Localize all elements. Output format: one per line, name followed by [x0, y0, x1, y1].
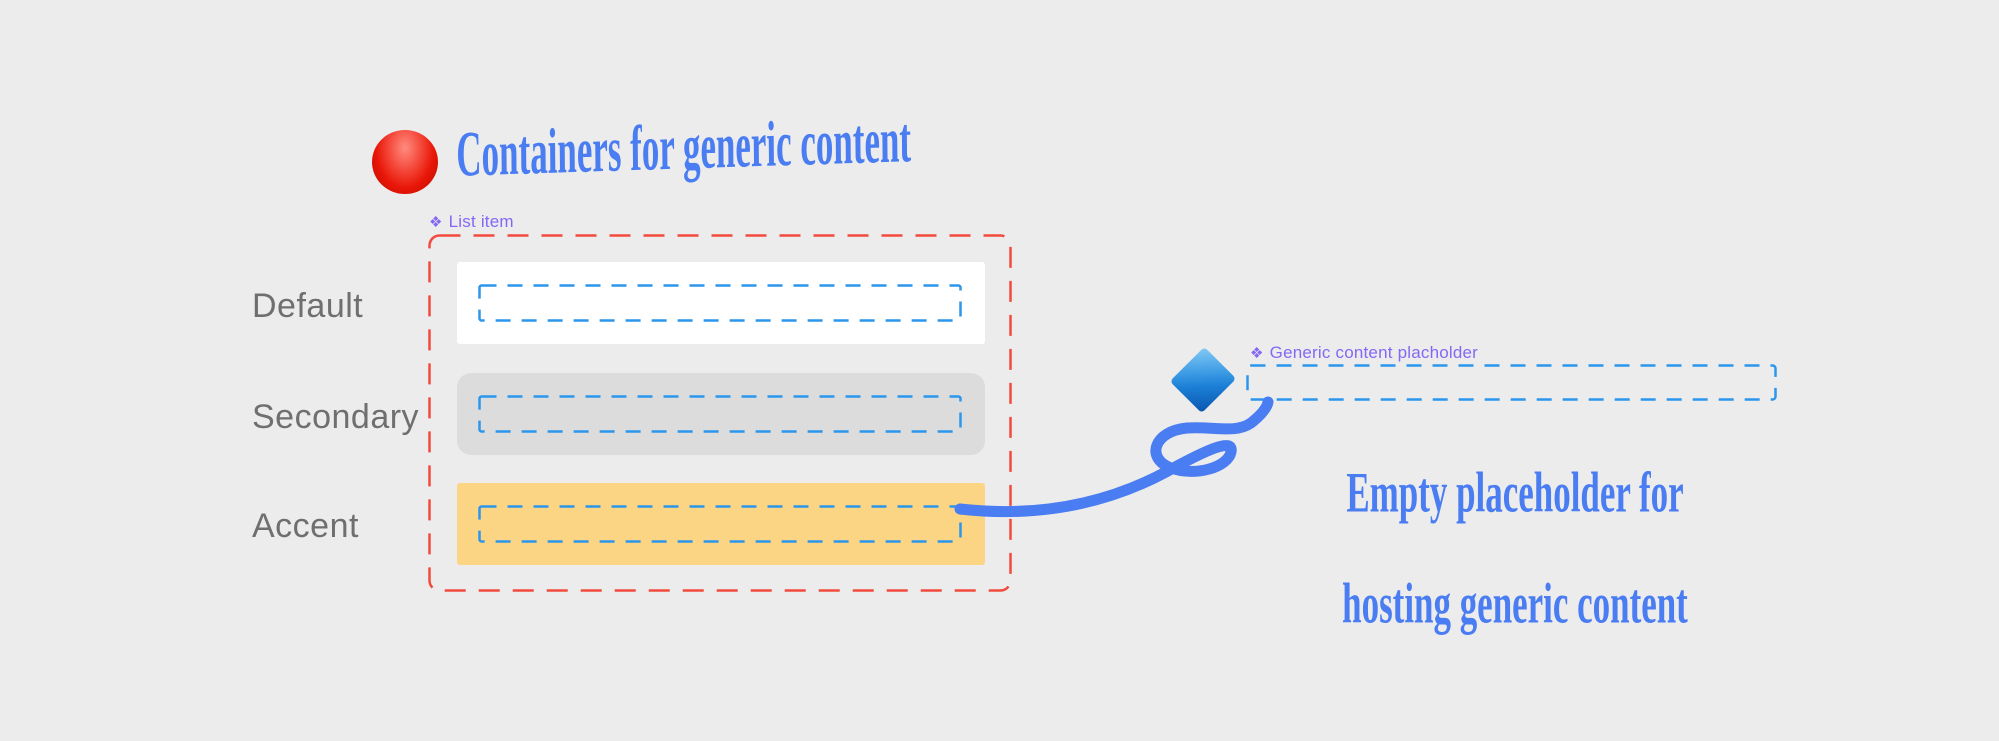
placeholder-note: Empty placeholder for hosting generic co…	[1303, 438, 1726, 660]
component-label-generic-placeholder: ❖ Generic content placholder	[1250, 343, 1478, 363]
variant-label-accent: Accent	[252, 507, 359, 545]
page-title: Containers for generic content	[456, 105, 912, 192]
blue-diamond-icon	[1169, 346, 1237, 414]
component-label-list-item: ❖ List item	[429, 212, 514, 232]
red-dashed-rect	[428, 234, 1012, 592]
component-label-text: List item	[448, 212, 514, 231]
blue-dashed-rect	[478, 284, 962, 322]
component-icon: ❖	[1250, 344, 1264, 362]
note-line-2: hosting generic content	[1342, 573, 1688, 636]
variant-label-secondary: Secondary	[252, 398, 420, 436]
list-item-card-accent	[457, 483, 985, 565]
blue-dashed-rect	[478, 505, 962, 543]
list-item-frame-outline	[428, 234, 1012, 592]
list-item-card-default	[457, 262, 985, 344]
list-item-card-secondary	[457, 373, 985, 455]
red-circle-icon	[372, 130, 438, 194]
note-line-1: Empty placeholder for	[1346, 462, 1684, 525]
variant-label-default: Default	[252, 287, 364, 325]
blue-dashed-rect	[478, 395, 962, 433]
content-placeholder-outline	[478, 284, 962, 322]
component-label-text: Generic content placholder	[1269, 343, 1479, 362]
component-icon: ❖	[429, 213, 443, 231]
content-placeholder-outline	[478, 505, 962, 543]
content-placeholder-outline	[478, 395, 962, 433]
generic-placeholder-outline	[1246, 364, 1777, 401]
blue-dashed-rect	[1246, 364, 1777, 401]
